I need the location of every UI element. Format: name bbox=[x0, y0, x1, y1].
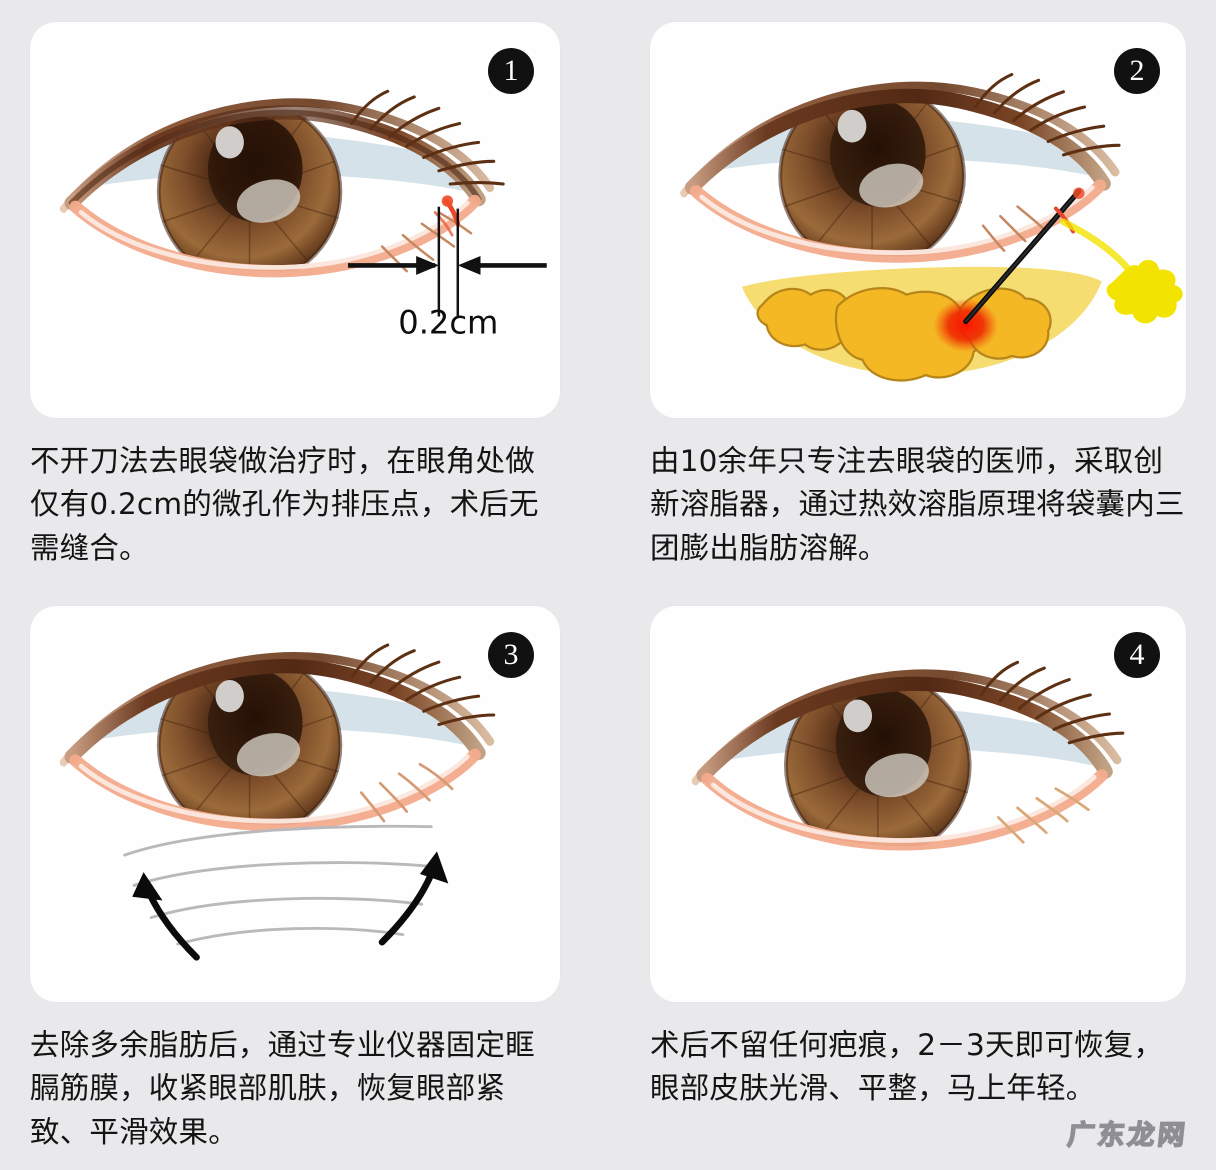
panel-2-number-badge: 2 bbox=[1114, 48, 1160, 94]
lift-arrow-right bbox=[378, 851, 449, 946]
panel-1: 1 bbox=[0, 0, 590, 584]
panel-2-caption: 由10余年只专注去眼袋的医师，采取创新溶脂器，通过热效溶脂原理将袋囊内三团膨出脂… bbox=[650, 444, 1185, 565]
panel-2-illustration bbox=[650, 22, 1186, 418]
site-watermark: 广东龙网 bbox=[1065, 1119, 1190, 1152]
measurement-annotation bbox=[348, 206, 547, 317]
panel-3-number-badge: 3 bbox=[488, 632, 534, 678]
fat-pouch bbox=[741, 266, 1102, 382]
panel-4-caption: 术后不留任何疤痕，2－3天即可恢复，眼部皮肤光滑、平整，马上年轻。 bbox=[650, 1028, 1164, 1106]
heat-spot bbox=[933, 298, 999, 353]
panel-4: 4 bbox=[626, 584, 1216, 1168]
panel-1-card: 1 bbox=[30, 22, 560, 418]
panel-4-illustration bbox=[650, 606, 1186, 1002]
lift-arrow-left bbox=[132, 872, 200, 961]
measure-label: 0.2cm bbox=[398, 304, 498, 342]
panel-1-number-badge: 1 bbox=[488, 48, 534, 94]
panel-1-illustration: 0.2cm bbox=[30, 22, 560, 418]
melted-fat bbox=[1060, 218, 1183, 324]
panel-4-card: 4 bbox=[650, 606, 1186, 1002]
panel-2: 2 bbox=[626, 0, 1216, 584]
panel-2-card: 2 bbox=[650, 22, 1186, 418]
panel-3-caption: 去除多余脂肪后，通过专业仪器固定眶膈筋膜，收紧眼部肌肤，恢复眼部紧致、平滑效果。 bbox=[30, 1028, 535, 1149]
panel-3-illustration bbox=[30, 606, 560, 1002]
wrinkle-lines bbox=[123, 824, 433, 946]
panel-3: 3 bbox=[0, 584, 590, 1168]
panel-4-number-badge: 4 bbox=[1114, 632, 1160, 678]
panel-3-card: 3 bbox=[30, 606, 560, 1002]
panel-1-caption: 不开刀法去眼袋做治疗时，在眼角处做仅有0.2cm的微孔作为排压点，术后无需缝合。 bbox=[30, 444, 539, 565]
